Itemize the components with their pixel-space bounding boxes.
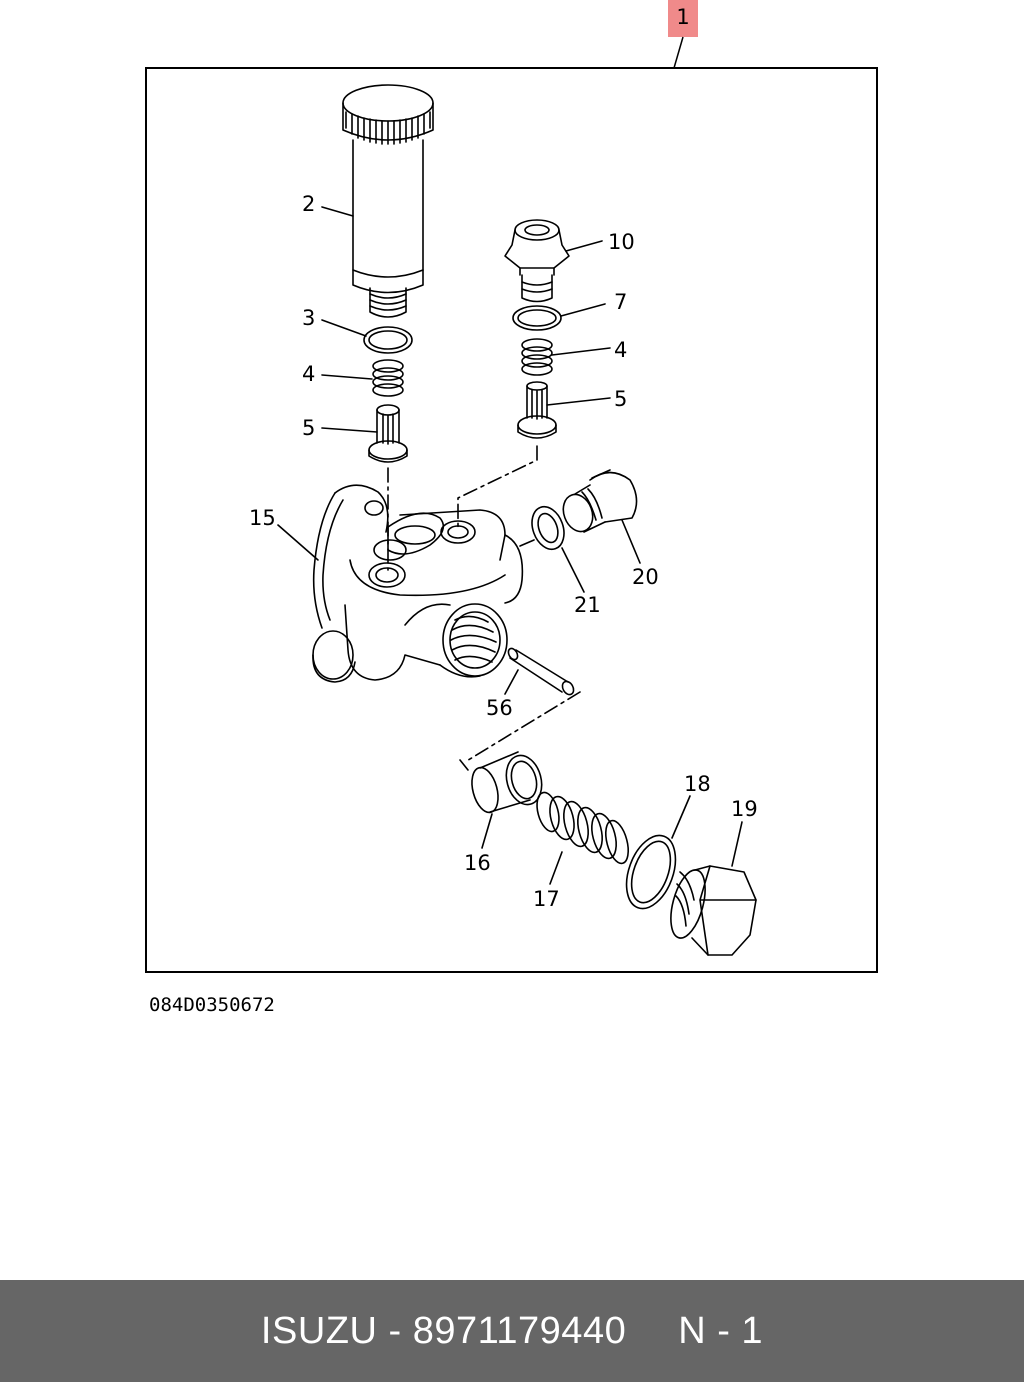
piston-spring-part (536, 791, 630, 865)
leader-18 (671, 795, 691, 839)
o-ring-part (625, 834, 677, 910)
callout-10[interactable]: 10 (608, 230, 635, 254)
drawing-code: 084D0350672 (149, 994, 275, 1016)
leader-4-right (551, 347, 611, 356)
gasket-left-part (363, 326, 413, 354)
callout-56[interactable]: 56 (486, 696, 513, 720)
leader-10 (565, 240, 603, 252)
leader-4-left (321, 374, 373, 380)
callout-3[interactable]: 3 (302, 306, 315, 330)
pump-housing-part (312, 484, 524, 683)
leader-3 (321, 319, 367, 337)
leader-16 (481, 813, 493, 849)
connector-part (504, 219, 570, 303)
plug-part (562, 469, 638, 533)
diagram-frame (145, 67, 878, 973)
leader-7 (560, 303, 606, 317)
leader-19 (731, 821, 743, 867)
assembly-callout-label[interactable]: 1 (676, 5, 689, 29)
cap-nut-part (670, 865, 757, 956)
piston-part (471, 751, 543, 814)
callout-5-right[interactable]: 5 (614, 387, 627, 411)
callout-7[interactable]: 7 (614, 290, 627, 314)
assembly-callout-highlight[interactable] (668, 0, 698, 37)
assembly-guide-lines (387, 445, 581, 763)
gasket-right-part (512, 305, 562, 331)
callout-2[interactable]: 2 (302, 192, 315, 216)
footer-brand-part-number: ISUZU - 8971179440 (260, 1309, 627, 1352)
callout-21[interactable]: 21 (574, 593, 601, 617)
spring-right-part (521, 338, 553, 376)
callout-18[interactable]: 18 (684, 772, 711, 796)
valve-left-part (368, 404, 408, 463)
leader-21 (561, 547, 585, 593)
pin-part (507, 647, 575, 696)
leader-5-left (321, 427, 378, 433)
callout-16[interactable]: 16 (464, 851, 491, 875)
callout-5-left[interactable]: 5 (302, 416, 315, 440)
callout-19[interactable]: 19 (731, 797, 758, 821)
leader-15 (277, 524, 319, 561)
assembly-leader-line (673, 36, 684, 69)
leader-56 (504, 669, 519, 695)
leader-17 (549, 851, 563, 885)
footer-bar: ISUZU - 8971179440 N - 1 (0, 1280, 1024, 1382)
footer-note: N - 1 (678, 1309, 764, 1352)
primer-pump-body-part (342, 84, 434, 318)
leader-5-right (546, 397, 611, 406)
spring-left-part (372, 359, 404, 397)
leader-2 (321, 206, 354, 217)
callout-20[interactable]: 20 (632, 565, 659, 589)
callout-15[interactable]: 15 (249, 506, 276, 530)
washer-part (531, 505, 565, 551)
callout-4-right[interactable]: 4 (614, 338, 627, 362)
parts-diagram: 1 (145, 0, 878, 1016)
callout-4-left[interactable]: 4 (302, 362, 315, 386)
leader-20 (621, 519, 641, 564)
valve-right-part (517, 381, 557, 439)
callout-17[interactable]: 17 (533, 887, 560, 911)
